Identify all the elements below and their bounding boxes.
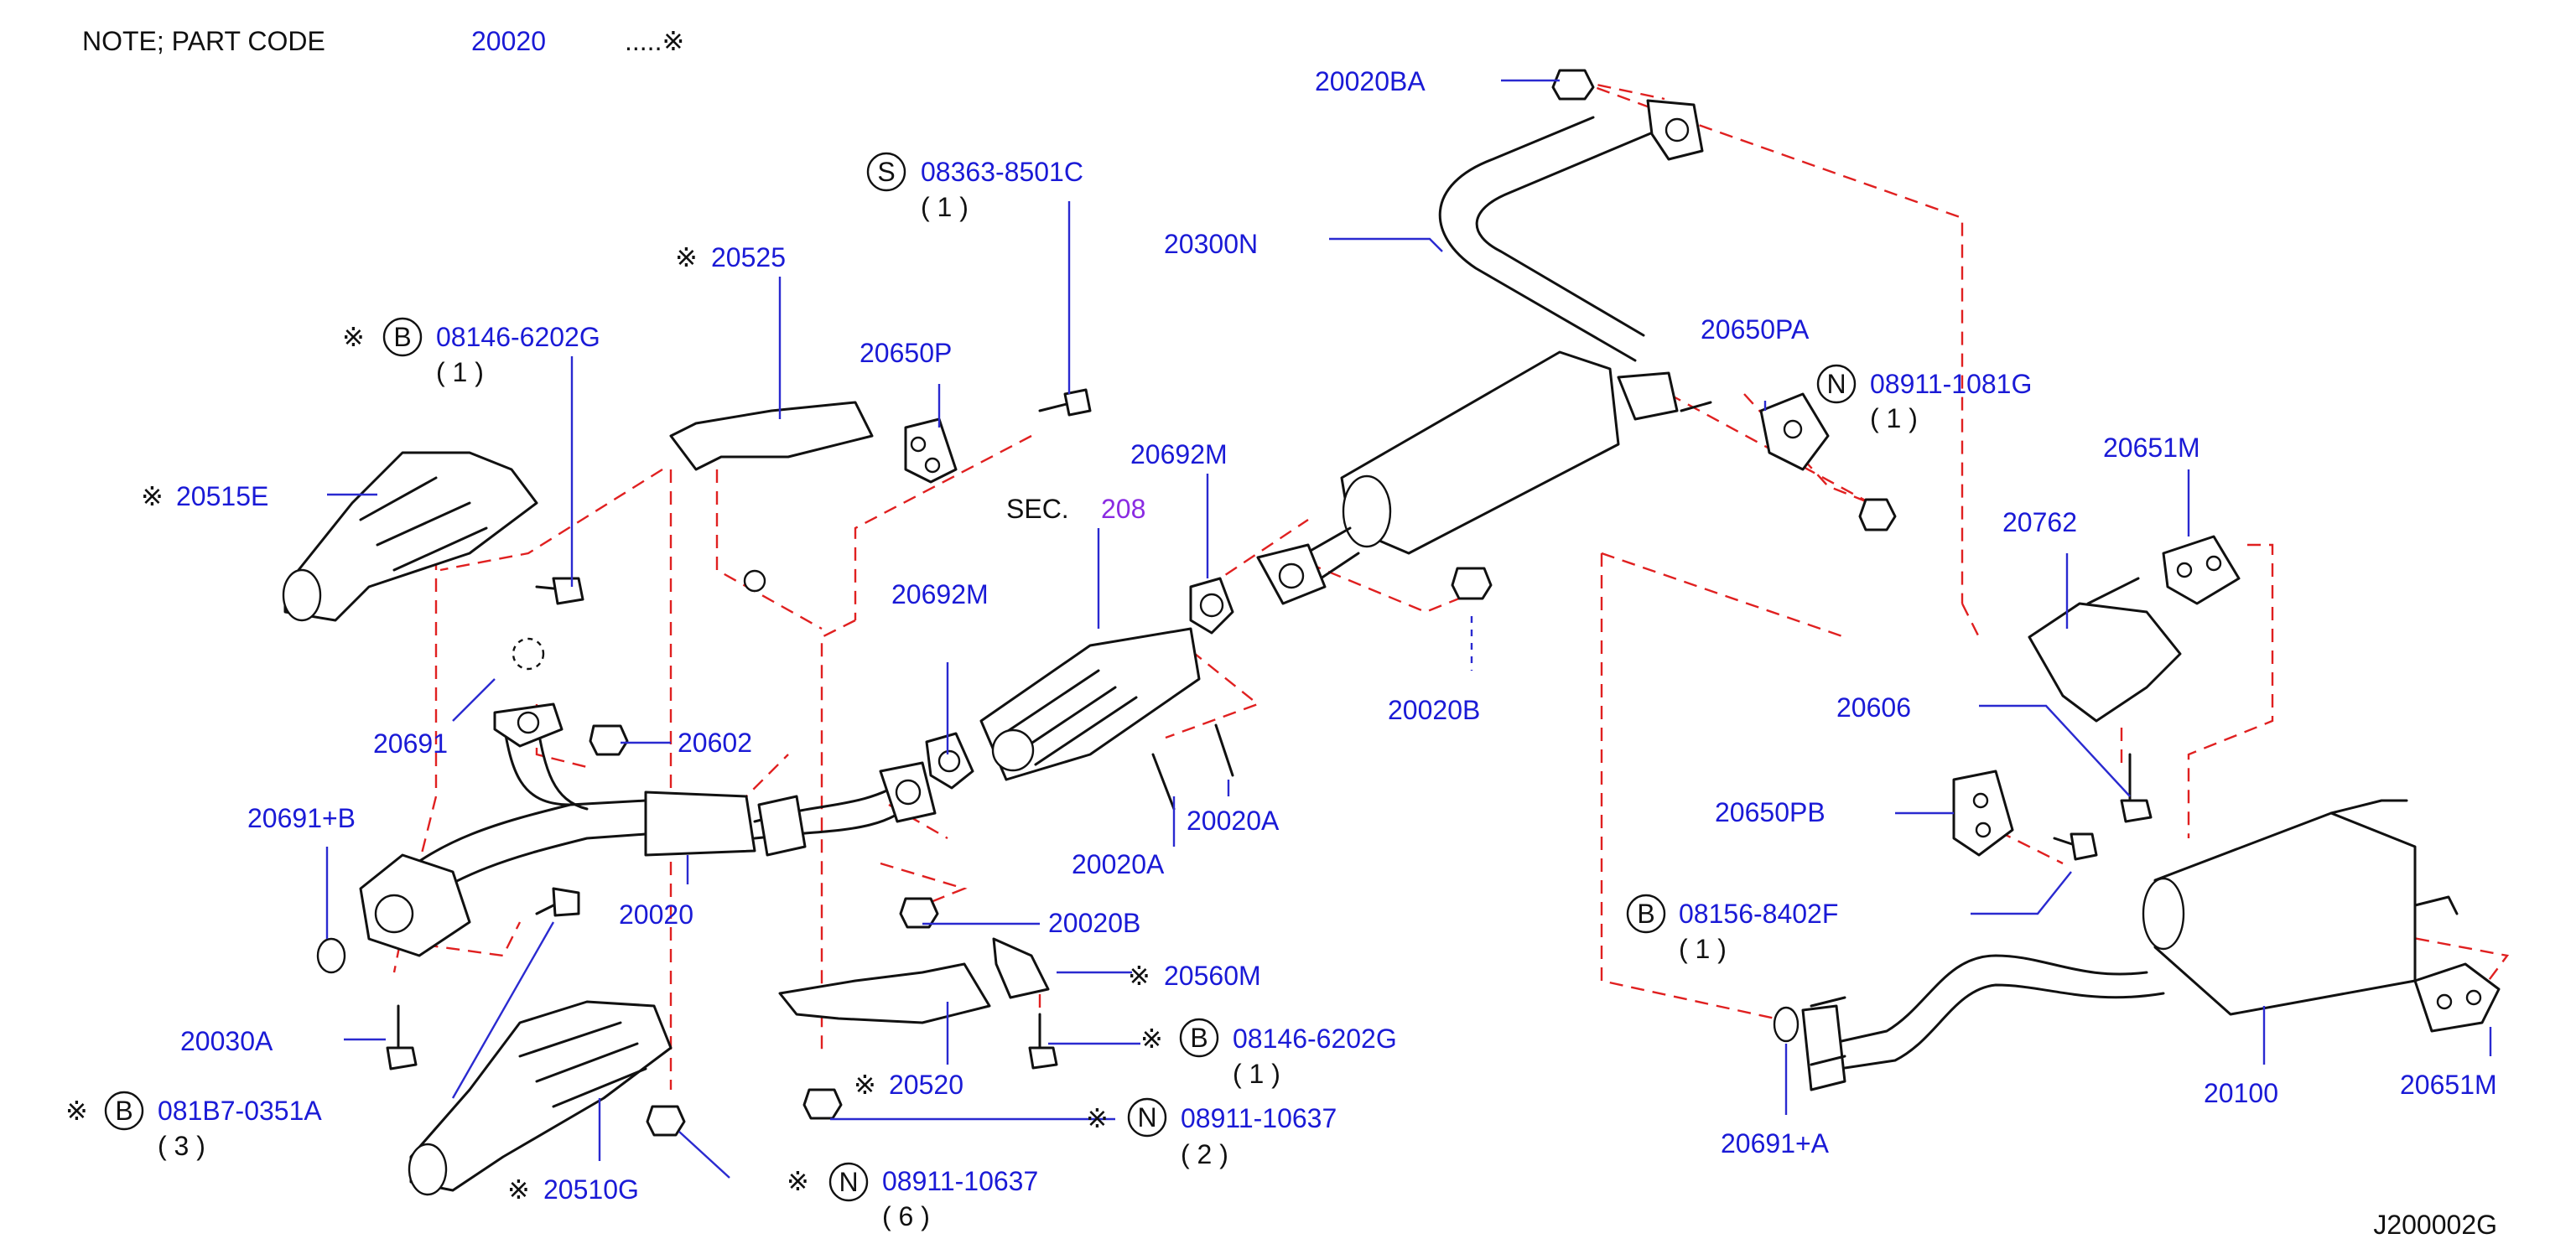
mark-08911-bottom: ※: [787, 1166, 809, 1196]
qty-08363-8501C: ( 1 ): [921, 192, 969, 222]
label-20020A-right: 20020A: [1187, 806, 1280, 836]
label-08911-10637-bottom: 08911-10637: [882, 1166, 1038, 1196]
rubber-mounts: [904, 392, 2501, 1033]
qty-08146-6202G-bottom: ( 1 ): [1233, 1059, 1280, 1089]
front-tube-20020: [359, 702, 937, 957]
label-08146-6202G-bottom: 08146-6202G: [1233, 1024, 1397, 1054]
label-08911-1081G: 08911-1081G: [1870, 369, 2032, 399]
catalytic-converter: [979, 627, 1201, 781]
label-20020: 20020: [619, 899, 693, 930]
badge-circles: [104, 152, 1857, 1202]
label-20602: 20602: [678, 728, 752, 758]
label-20560M: 20560M: [1164, 961, 1261, 991]
mark-08911-mid: ※: [1086, 1103, 1109, 1133]
sec-number: 208: [1101, 494, 1145, 524]
badge-b-top: B: [393, 322, 411, 352]
mark-20525: ※: [675, 242, 698, 272]
center-muffler-20300N: [1256, 99, 1704, 605]
diagram-code: J200002G: [2373, 1210, 2497, 1240]
qty-08911-1081G: ( 1 ): [1870, 403, 1918, 433]
qty-08911-10637-mid: ( 2 ): [1181, 1139, 1228, 1169]
label-20650PB: 20650PB: [1715, 797, 1826, 827]
mark-20520: ※: [854, 1070, 876, 1100]
label-20651M-bottom: 20651M: [2400, 1070, 2497, 1100]
label-20525: 20525: [711, 242, 786, 272]
badge-b-left: B: [115, 1096, 132, 1126]
badge-b-bottom: B: [1190, 1023, 1208, 1053]
label-20762: 20762: [2002, 507, 2077, 537]
mark-20560M: ※: [1128, 961, 1150, 991]
pipe-20525: [669, 401, 874, 471]
heat-shield-20520: [778, 962, 991, 1024]
badge-b-rear: B: [1637, 899, 1654, 929]
label-081B7-0351A: 081B7-0351A: [158, 1096, 322, 1126]
label-20100: 20100: [2204, 1078, 2278, 1108]
label-20030A: 20030A: [180, 1026, 273, 1056]
badge-n-top: N: [1826, 369, 1846, 399]
label-20691: 20691: [373, 728, 448, 759]
mark-20510G: ※: [507, 1174, 530, 1205]
qty-081B7-0351A: ( 3 ): [158, 1131, 205, 1161]
rear-muffler-20100: [1801, 799, 2459, 1091]
note-label: NOTE; PART CODE: [82, 26, 325, 56]
manifold-catalyst-20510G: [408, 1000, 673, 1196]
label-20020B-top: 20020B: [1388, 695, 1480, 725]
part-code-note: NOTE; PART CODE 20020 .....※: [82, 26, 684, 56]
label-20692M-b: 20692M: [891, 579, 989, 609]
label-20650PA: 20650PA: [1701, 314, 1810, 345]
label-08911-10637-mid: 08911-10637: [1181, 1103, 1337, 1133]
qty-08911-10637-bottom: ( 6 ): [882, 1201, 930, 1231]
label-20691-plus-b: 20691+B: [247, 803, 356, 833]
label-20510G: 20510G: [543, 1174, 639, 1205]
badge-n-bottom: N: [839, 1167, 858, 1197]
note-code: 20020: [471, 26, 546, 56]
badge-letters: S B N B B B N N: [115, 157, 1846, 1197]
manifold-catalyst-20515E: [282, 451, 538, 622]
label-20606: 20606: [1836, 692, 1911, 723]
label-20651M-top: 20651M: [2103, 433, 2200, 463]
gaskets: [316, 577, 1800, 1043]
label-20020BA: 20020BA: [1315, 66, 1426, 96]
mark-08146-top: ※: [342, 322, 365, 352]
label-20515E: 20515E: [176, 481, 268, 511]
label-20020B-bottom: 20020B: [1048, 908, 1140, 938]
asterisk-marks: ※ ※ ※ ※ ※ ※ ※ ※ ※ ※: [65, 242, 1163, 1205]
leader-lines: [325, 79, 2492, 1179]
label-20692M-a: 20692M: [1130, 439, 1228, 469]
label-20300N: 20300N: [1164, 229, 1258, 259]
label-08146-6202G-top: 08146-6202G: [436, 322, 600, 352]
label-20020A-left: 20020A: [1072, 849, 1165, 879]
fasteners: [386, 69, 2153, 1137]
label-08156-8402F: 08156-8402F: [1679, 899, 1838, 929]
label-20691-plus-a: 20691+A: [1721, 1128, 1830, 1158]
sec-label: SEC.: [1006, 494, 1069, 524]
part-labels: 20020BA 08363-8501C ( 1 ) 20300N 20525 2…: [158, 66, 2497, 1231]
mark-081B7: ※: [65, 1096, 88, 1126]
label-20520: 20520: [889, 1070, 963, 1100]
qty-08156-8402F: ( 1 ): [1679, 934, 1727, 964]
badge-s: S: [877, 157, 895, 187]
label-20650P: 20650P: [860, 338, 952, 368]
bracket-20762: [2028, 577, 2182, 723]
label-08363-8501C: 08363-8501C: [921, 157, 1083, 187]
mark-08146-bottom: ※: [1140, 1024, 1163, 1054]
mark-20515E: ※: [141, 481, 164, 511]
badge-n-mid: N: [1137, 1102, 1156, 1133]
note-mark: .....※: [625, 26, 684, 56]
qty-08146-6202G-top: ( 1 ): [436, 357, 484, 387]
